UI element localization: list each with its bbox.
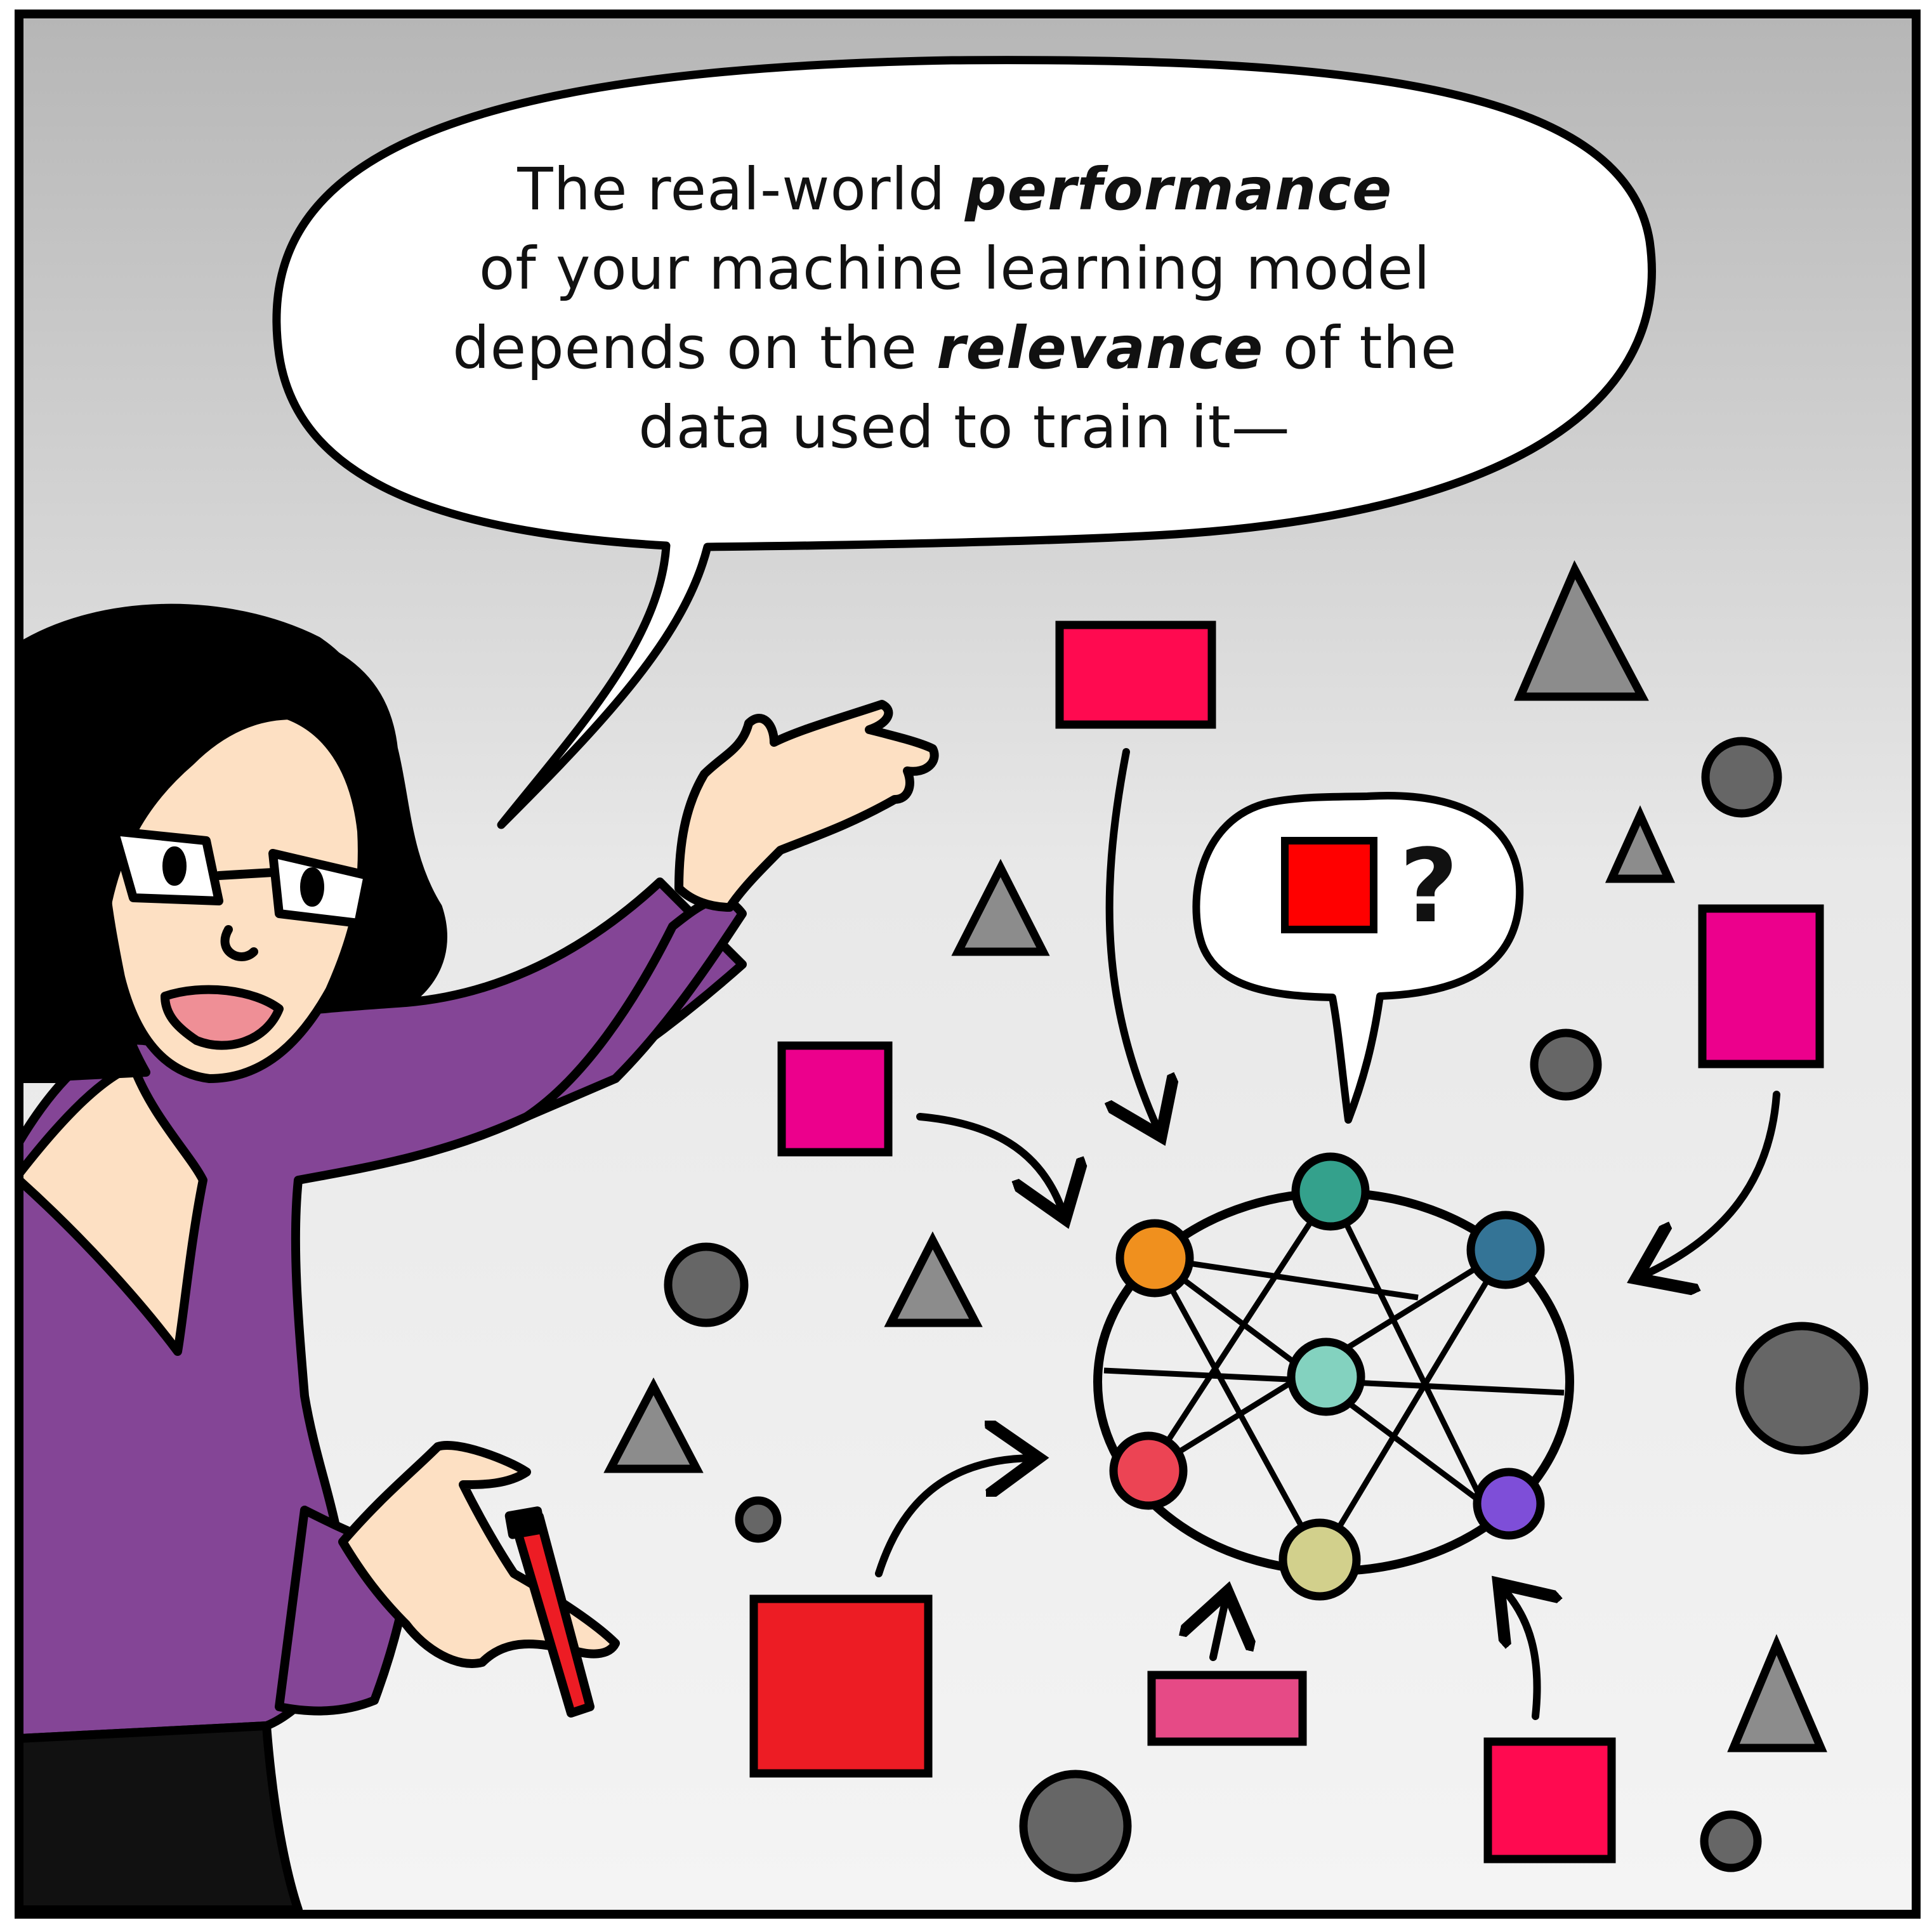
thought-bubble: ? xyxy=(1192,792,1524,1124)
shape-circle-7 xyxy=(1700,1810,1762,1872)
shape-rect-crimson-top xyxy=(1055,621,1216,729)
shape-circle-2 xyxy=(1530,1028,1602,1101)
shape-triangle-left xyxy=(884,1231,983,1327)
eye-right xyxy=(300,867,324,907)
shape-circle-1 xyxy=(1701,737,1782,818)
nose xyxy=(220,925,258,961)
skirt xyxy=(15,1721,303,1914)
mouth xyxy=(161,985,284,1050)
arrow-from-red-square xyxy=(875,1458,1031,1577)
shape-rect-pink-bottom xyxy=(1147,1671,1307,1746)
eye-left xyxy=(162,846,187,886)
speech-bubble: The real-world performance of your machi… xyxy=(272,56,1656,829)
speech-line-3a: depends on the xyxy=(452,314,936,382)
shape-circle-6 xyxy=(1019,1770,1132,1883)
arrow-from-crimson-bottom xyxy=(1504,1589,1537,1720)
glasses-bridge xyxy=(214,868,277,880)
shape-rect-magenta-right xyxy=(1698,904,1824,1068)
arrow-from-magenta-left xyxy=(916,1113,1063,1212)
speech-line-1a: The real-world xyxy=(516,155,964,223)
node-mint xyxy=(1287,1337,1365,1416)
hair-front xyxy=(15,603,365,1083)
node-blue xyxy=(1466,1211,1545,1289)
shape-triangle-small-right xyxy=(1605,805,1676,883)
arrow-from-pink-rect xyxy=(1213,1599,1226,1661)
node-teal xyxy=(1291,1152,1370,1231)
network-nodes xyxy=(1109,1152,1545,1601)
arrow-from-magenta-right xyxy=(1643,1091,1780,1275)
shape-square-crimson-bottom xyxy=(1483,1737,1616,1863)
speech-line-1b: performance xyxy=(964,155,1393,223)
shape-circle-4 xyxy=(1735,1322,1869,1455)
shape-triangle-lower-left xyxy=(603,1377,704,1473)
node-olive xyxy=(1278,1518,1361,1601)
arrow-from-top-rect xyxy=(1110,748,1158,1129)
speech-line-4: data used to train it— xyxy=(638,393,1291,461)
input-arrows xyxy=(875,748,1780,1720)
node-red xyxy=(1109,1431,1188,1510)
shape-circle-3 xyxy=(664,1242,749,1327)
speech-line-3b: relevance xyxy=(936,314,1263,382)
thought-question-mark: ? xyxy=(1400,827,1459,945)
raised-hand xyxy=(674,700,939,912)
shape-triangle-bottom-right xyxy=(1727,1634,1827,1752)
node-purple xyxy=(1473,1468,1545,1540)
thought-square-icon xyxy=(1281,837,1377,933)
speech-line-3c: of the xyxy=(1263,314,1457,382)
speech-text: The real-world performance of your machi… xyxy=(452,155,1476,461)
woman-presenter-icon xyxy=(15,603,939,1914)
shape-triangle-top-right xyxy=(1514,560,1649,701)
shape-square-red-large xyxy=(749,1594,933,1778)
node-orange xyxy=(1115,1219,1194,1298)
speech-line-2: of your machine learning model xyxy=(479,235,1431,303)
data-shapes xyxy=(603,560,1869,1883)
shape-circle-5 xyxy=(735,1496,782,1543)
shape-triangle-mid xyxy=(951,858,1050,956)
red-marker-icon xyxy=(504,1506,595,1718)
shape-rect-magenta-left xyxy=(777,1041,893,1157)
neckline xyxy=(15,1061,207,1356)
neural-network-icon xyxy=(1093,1152,1574,1601)
